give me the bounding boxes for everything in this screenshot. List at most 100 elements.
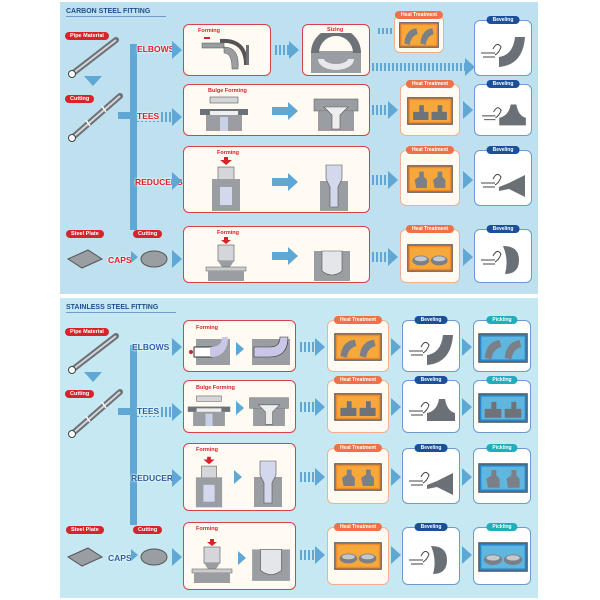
beveling-step-box: Beveling	[474, 225, 532, 283]
furnace-icon	[334, 542, 382, 570]
step-tag: Heat Treatment	[333, 523, 383, 531]
beveling-step-box: Beveling	[402, 376, 460, 433]
forming-step-box: Forming	[183, 226, 370, 283]
step-tag: Heat Treatment	[405, 225, 455, 233]
pipe-material-label: Pipe Material	[65, 32, 109, 40]
arrow-icon	[172, 41, 182, 59]
step-title: Forming	[198, 28, 220, 34]
cutting-label: Cutting	[133, 230, 163, 238]
step-tag: Beveling	[486, 80, 520, 88]
step-tag: Beveling	[486, 225, 520, 233]
cap-die-icon	[204, 237, 248, 281]
arrow-icon	[272, 178, 288, 186]
beveling-tee-icon	[407, 389, 457, 429]
beveling-cap-icon	[479, 238, 529, 278]
arrow-icon	[315, 338, 325, 356]
step-tag: Heat Treatment	[333, 316, 383, 324]
dashed-arrow	[300, 550, 314, 560]
arrow-icon	[272, 107, 288, 115]
arrow-icon	[391, 398, 401, 416]
reducer-die-icon	[252, 456, 284, 508]
row-label-reducers: REDUCERS	[135, 177, 183, 187]
beveling-reducer-icon	[479, 161, 529, 201]
beveling-elbow-icon	[479, 31, 529, 71]
step-title: Forming	[217, 150, 239, 156]
step-tag: Pickling	[486, 316, 518, 324]
furnace-icon	[407, 165, 453, 193]
dashed-arrow	[300, 402, 314, 412]
arrow-icon	[288, 247, 298, 265]
cutting-label: Cutting	[133, 526, 163, 534]
heat-treatment-step-box: Heat Treatment	[400, 225, 460, 283]
step-title: Bulge Forming	[196, 385, 235, 391]
distribution-bar	[130, 44, 137, 230]
arrow-icon	[315, 546, 325, 564]
forming-step-box: Forming	[183, 522, 296, 590]
step-title: Bulge Forming	[208, 88, 247, 94]
step-tag: Heat Treatment	[405, 80, 455, 88]
cut-pipe-icon	[66, 88, 126, 144]
forming-step-box: Forming	[183, 320, 296, 372]
forming-step-box: Forming	[183, 146, 370, 213]
forming-step-box: Forming	[183, 443, 296, 511]
stainless-section-title: STAINLESS STEEL FITTING	[66, 304, 176, 313]
pickling-step-box: Pickling	[473, 316, 531, 372]
arrow-icon	[315, 398, 325, 416]
step-tag: Beveling	[414, 376, 448, 384]
row-label-caps: CAPS	[108, 553, 132, 563]
reducer-die-icon	[194, 456, 224, 508]
furnace-icon	[334, 333, 382, 361]
arrow-icon	[388, 171, 398, 189]
arrow-icon	[388, 248, 398, 266]
row-label-elbows: ELBOWS	[132, 342, 170, 352]
pickling-tank-icon	[478, 393, 528, 423]
row-label-reducers: REDUCERS	[131, 473, 179, 483]
arrow-icon	[234, 470, 242, 484]
arrow-icon	[172, 548, 182, 566]
steel-plate-label: Steel Plate	[66, 526, 104, 534]
arrow-icon	[236, 342, 244, 356]
down-arrow-icon	[84, 372, 102, 382]
arrow-icon	[131, 251, 138, 263]
arrow-icon	[236, 401, 244, 415]
cap-die-icon	[312, 245, 352, 281]
arrow-icon	[315, 468, 325, 486]
arrow-icon	[465, 58, 475, 76]
beveling-step-box: Beveling	[402, 316, 460, 372]
pipe-icon	[66, 328, 122, 376]
arrow-icon	[172, 469, 182, 487]
bulge-forming-step-box: Bulge Forming	[183, 84, 370, 136]
furnace-icon	[407, 244, 453, 272]
arrow-icon	[391, 468, 401, 486]
arrow-icon	[172, 338, 182, 356]
step-title: Forming	[196, 526, 218, 532]
arrow-icon	[172, 172, 182, 190]
arrow-icon	[289, 41, 299, 59]
pickling-tank-icon	[478, 542, 528, 572]
arrow-icon	[172, 250, 182, 268]
step-title: Forming	[196, 447, 218, 453]
connector-bar	[118, 112, 133, 119]
beveling-cap-icon	[407, 538, 457, 578]
connector-bar	[118, 408, 133, 415]
dashed-arrow	[372, 63, 466, 71]
beveling-step-box: Beveling	[402, 444, 460, 504]
sizing-step-box: Sizing	[302, 24, 370, 76]
step-title: Forming	[196, 325, 218, 331]
pickling-step-box: Pickling	[473, 376, 531, 433]
row-label-caps: CAPS	[108, 255, 132, 265]
step-tag: Beveling	[486, 146, 520, 154]
arrow-icon	[172, 403, 182, 421]
step-tag: Heat Treatment	[394, 11, 444, 19]
blank-disc-icon	[140, 249, 168, 269]
steel-plate-label: Steel Plate	[66, 230, 104, 238]
step-tag: Pickling	[486, 444, 518, 452]
dashed-arrow	[300, 472, 314, 482]
step-tag: Heat Treatment	[333, 376, 383, 384]
step-tag: Pickling	[486, 376, 518, 384]
arrow-icon	[238, 551, 246, 565]
heat-treatment-step-box: Heat Treatment	[327, 444, 389, 504]
elbow-die-icon	[188, 335, 232, 367]
row-label-elbows: ELBOWS	[137, 44, 175, 54]
step-tag: Beveling	[414, 444, 448, 452]
